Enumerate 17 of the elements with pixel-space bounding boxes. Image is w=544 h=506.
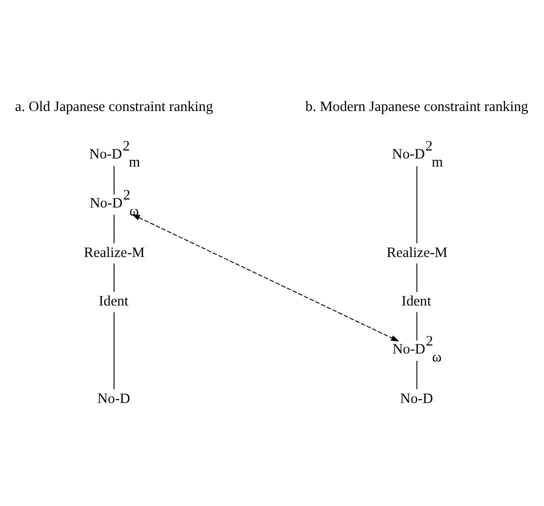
node-text: Realize-M [84, 244, 145, 260]
connector [114, 311, 115, 390]
arrow [132, 214, 400, 341]
connector [416, 165, 418, 244]
node-text: Ident [402, 293, 432, 310]
node-text: No-D [97, 390, 130, 406]
connector [114, 262, 115, 292]
node-text: Ident [98, 293, 128, 310]
connector [416, 360, 418, 390]
node-text: No-D [400, 390, 433, 406]
connector [114, 214, 115, 244]
node-text: Realize-M [386, 244, 448, 260]
connector [416, 311, 418, 341]
connector [416, 262, 418, 292]
label: a. Old Japanese constraint ranking [15, 98, 214, 114]
connector [114, 165, 115, 195]
label: b. Modern Japanese constraint ranking [305, 98, 528, 114]
